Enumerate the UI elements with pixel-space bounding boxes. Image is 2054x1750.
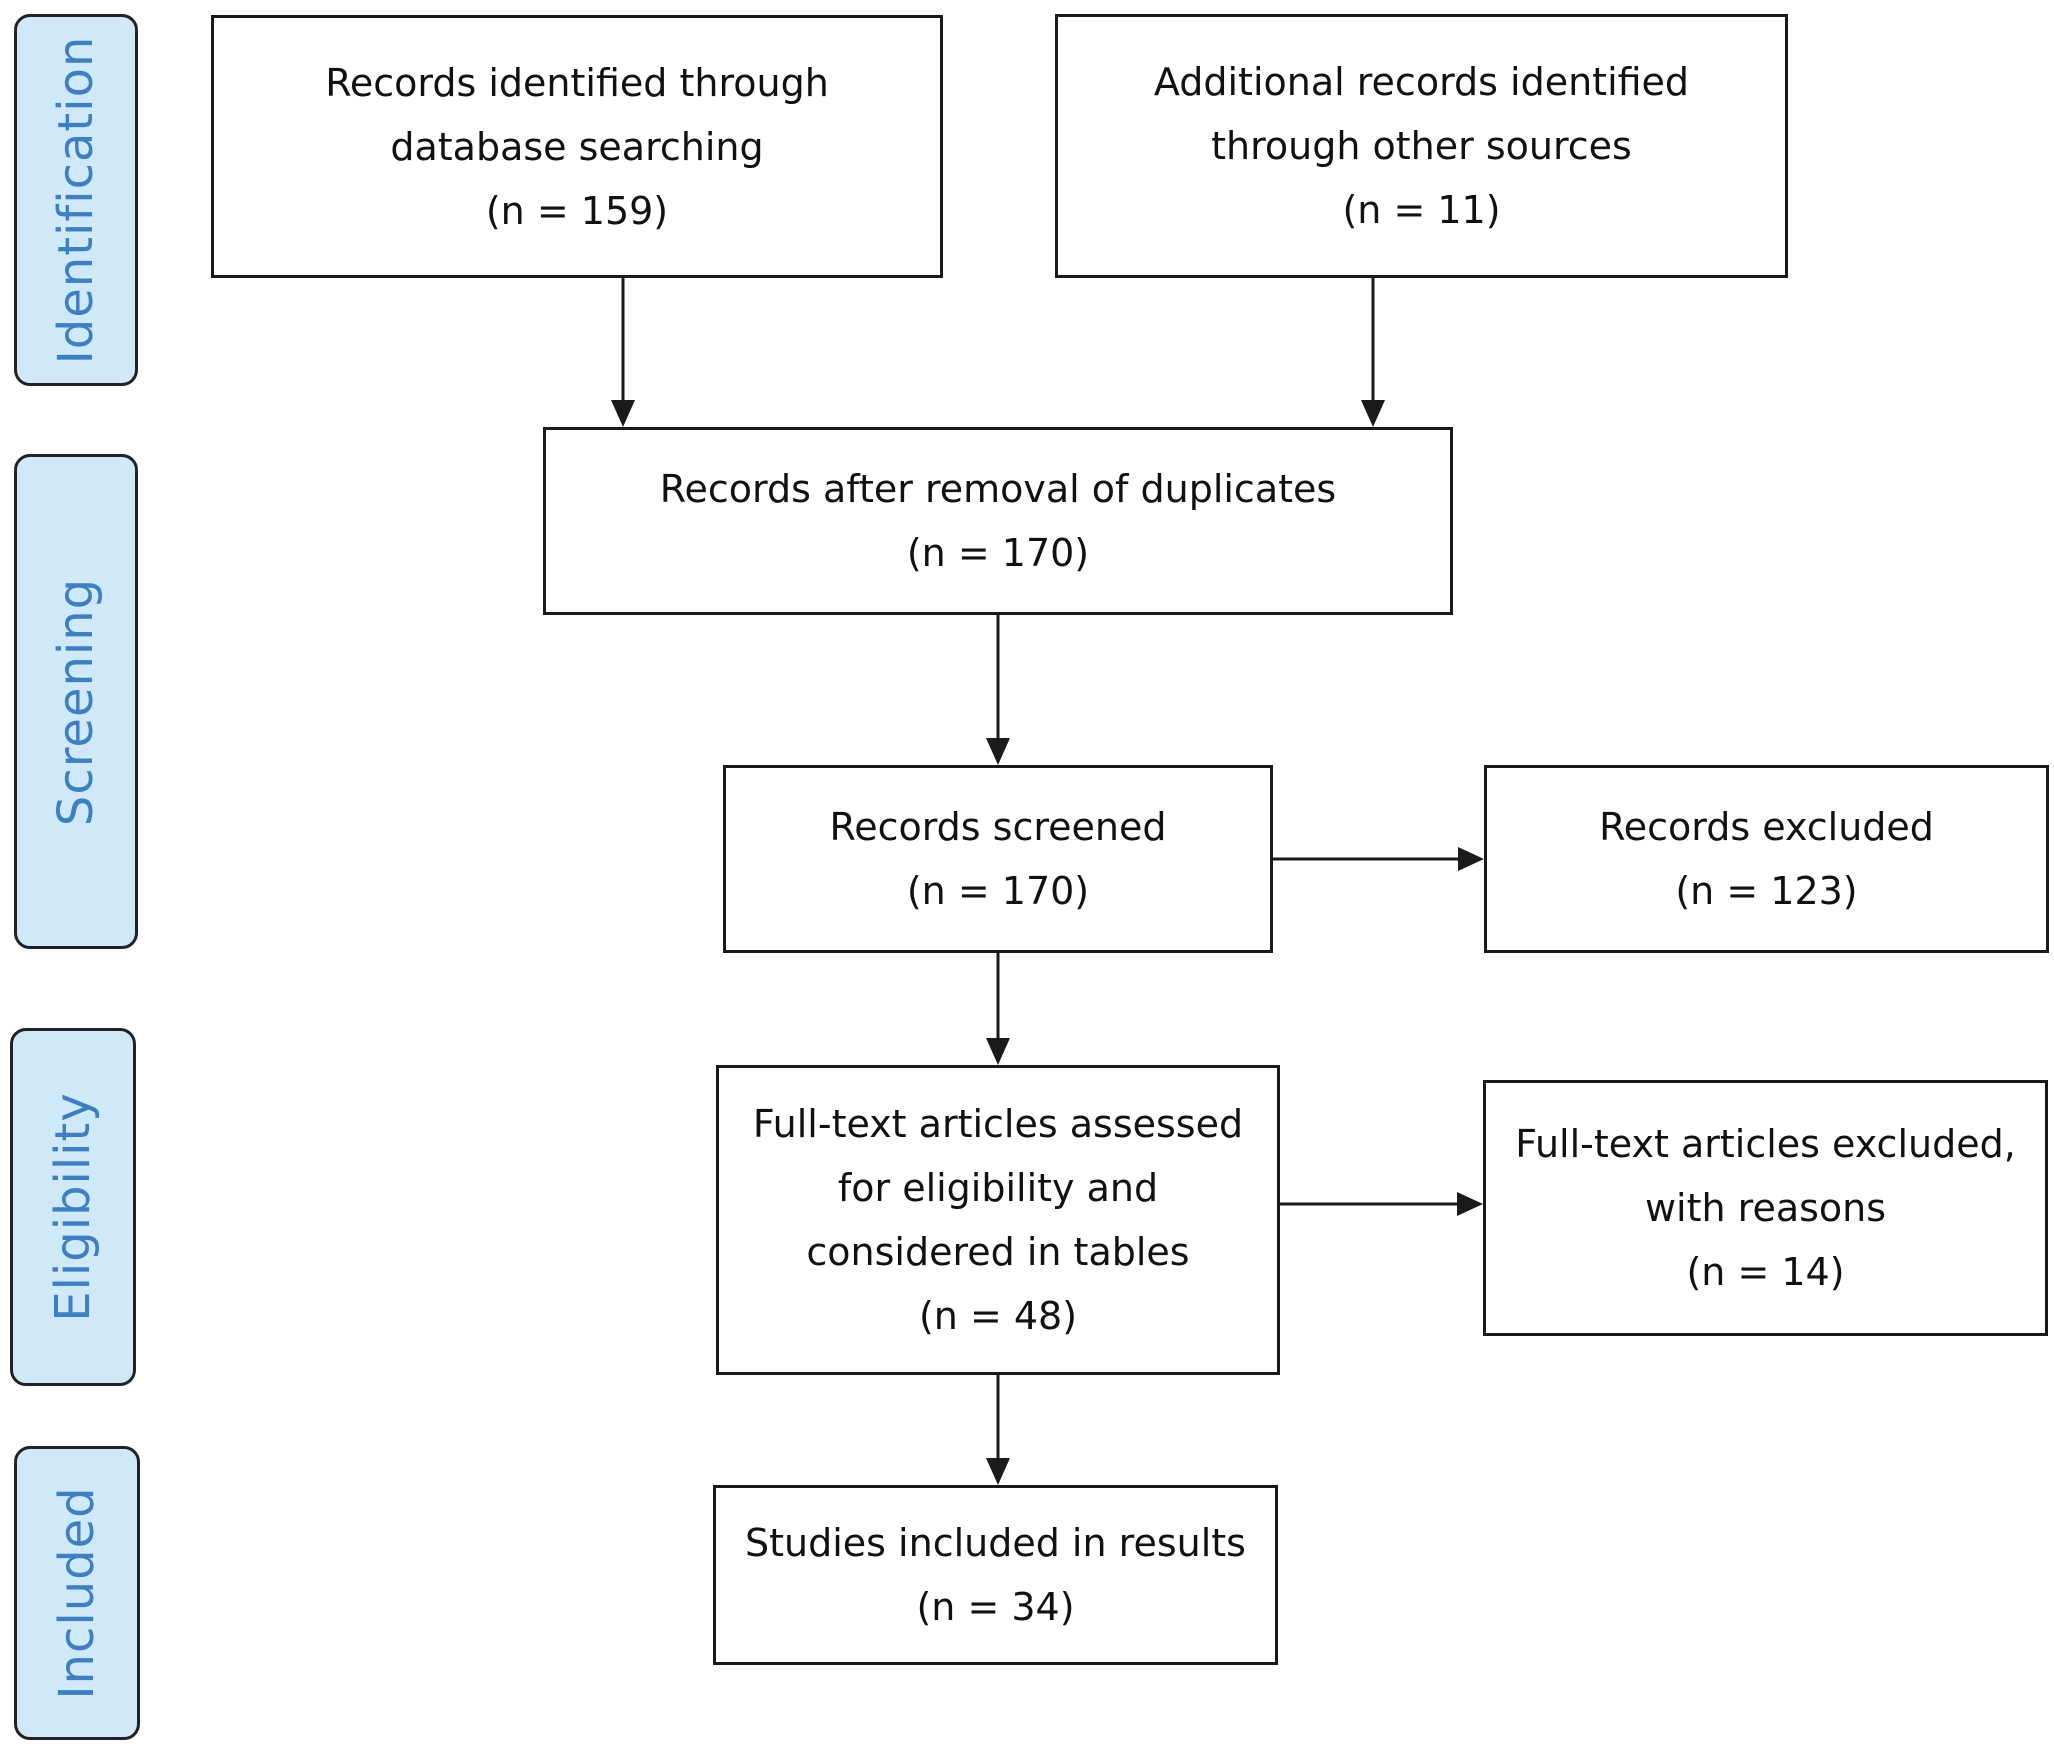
- box-assessed-line2: for eligibility and: [837, 1166, 1159, 1210]
- box-screened-count: (n = 170): [906, 869, 1090, 913]
- stage-included: Included: [14, 1446, 140, 1740]
- box-ft-excluded-line2: with reasons: [1644, 1186, 1887, 1230]
- box-excluded-line1: Records excluded: [1599, 805, 1934, 849]
- box-other-count: (n = 11): [1342, 188, 1501, 232]
- box-other-sources: Additional records identified through ot…: [1055, 14, 1788, 278]
- box-ft-excluded-count: (n = 14): [1686, 1250, 1845, 1294]
- box-other-line2: through other sources: [1211, 124, 1632, 168]
- box-excluded-count: (n = 123): [1675, 869, 1858, 913]
- box-assessed-count: (n = 48): [918, 1294, 1078, 1338]
- box-database-line2: database searching: [390, 124, 764, 169]
- box-database-searching: Records identified through database sear…: [211, 15, 943, 278]
- stage-eligibility: Eligibility: [10, 1028, 136, 1386]
- box-duplicates-count: (n = 170): [906, 531, 1090, 575]
- arrowhead-excluded: [1458, 847, 1484, 871]
- box-studies-included: Studies included in results (n = 34): [713, 1485, 1278, 1665]
- box-records-excluded: Records excluded (n = 123): [1484, 765, 2049, 953]
- arrowhead-ft-excluded: [1457, 1192, 1483, 1216]
- box-fulltext-excluded: Full-text articles excluded, with reason…: [1483, 1080, 2048, 1336]
- box-fulltext-assessed: Full-text articles assessed for eligibil…: [716, 1065, 1280, 1375]
- box-other-line1: Additional records identified: [1153, 60, 1690, 104]
- stage-screening: Screening: [14, 454, 138, 949]
- box-database-count: (n = 159): [485, 188, 669, 233]
- box-duplicates-removed: Records after removal of duplicates (n =…: [543, 427, 1453, 615]
- arrowhead-other: [1361, 400, 1385, 427]
- box-assessed-line1: Full-text articles assessed: [752, 1102, 1244, 1146]
- arrowhead-included: [986, 1458, 1010, 1485]
- arrowhead-database: [611, 400, 635, 427]
- box-included-count: (n = 34): [916, 1585, 1075, 1629]
- stage-identification: Identification: [14, 14, 138, 386]
- box-assessed-line3: considered in tables: [806, 1230, 1190, 1274]
- arrowhead-assessed: [986, 1038, 1010, 1065]
- box-included-line1: Studies included in results: [745, 1521, 1246, 1565]
- box-screened-line1: Records screened: [829, 805, 1167, 849]
- box-duplicates-line1: Records after removal of duplicates: [659, 467, 1337, 511]
- box-records-screened: Records screened (n = 170): [723, 765, 1273, 953]
- arrowhead-screened: [986, 738, 1010, 765]
- box-database-line1: Records identified through: [325, 60, 829, 105]
- box-ft-excluded-line1: Full-text articles excluded,: [1515, 1122, 2016, 1166]
